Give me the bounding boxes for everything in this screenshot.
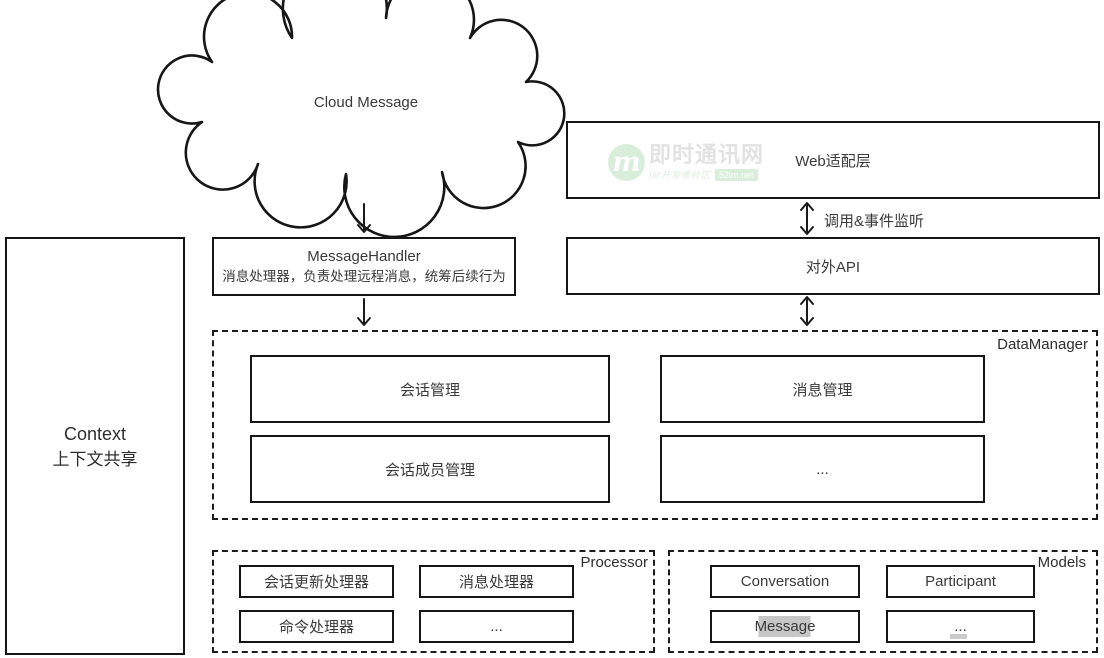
context-box: Context 上下文共享 <box>5 237 185 655</box>
cell-data-manager-more: ... <box>660 435 985 503</box>
processor-label: Processor <box>580 554 648 571</box>
cell-processor-more: ... <box>419 610 574 643</box>
watermark-badge: 52im.net <box>715 168 758 181</box>
cell-conversation-update-processor: 会话更新处理器 <box>239 565 394 598</box>
watermark-subtitle: IM开发者社区 <box>649 170 711 180</box>
cell-conversation-management: 会话管理 <box>250 355 610 423</box>
cell-message-processor: 消息处理器 <box>419 565 574 598</box>
message-model-selected-text: Message <box>753 616 817 637</box>
watermark-logo-icon: m <box>608 143 645 181</box>
models-label: Models <box>1037 554 1086 571</box>
data-manager-container: DataManager 会话管理 消息管理 会话成员管理 ... <box>212 330 1098 520</box>
cell-participant-model: Participant <box>886 565 1035 598</box>
models-container: Models Conversation Participant Message … <box>668 550 1098 653</box>
cell-message-model: Message <box>710 610 860 643</box>
context-subtitle: 上下文共享 <box>52 449 138 469</box>
message-handler-box: MessageHandler 消息处理器，负责处理远程消息，统筹后续行为 <box>212 237 516 296</box>
watermark: m 即时通讯网 IM开发者社区 52im.net <box>608 143 764 181</box>
cloud-label: Cloud Message <box>313 94 419 111</box>
web-adapter-box: m 即时通讯网 IM开发者社区 52im.net Web适配层 <box>566 121 1100 199</box>
message-handler-title: MessageHandler <box>307 248 421 265</box>
cell-models-more: ... <box>886 610 1035 643</box>
cell-message-management: 消息管理 <box>660 355 985 423</box>
cell-command-processor: 命令处理器 <box>239 610 394 643</box>
web-adapter-label: Web适配层 <box>795 152 871 170</box>
watermark-title: 即时通讯网 <box>649 142 765 167</box>
call-event-listen-label: 调用&事件监听 <box>824 213 925 230</box>
processor-container: Processor 会话更新处理器 消息处理器 命令处理器 ... <box>212 550 655 653</box>
external-api-label: 对外API <box>805 258 861 276</box>
cell-conversation-model: Conversation <box>710 565 860 598</box>
cell-conversation-member-management: 会话成员管理 <box>250 435 610 503</box>
message-handler-subtitle: 消息处理器，负责处理远程消息，统筹后续行为 <box>222 269 506 284</box>
selection-artifact <box>950 634 967 639</box>
data-manager-label: DataManager <box>997 336 1088 353</box>
external-api-box: 对外API <box>566 237 1100 295</box>
context-title: Context <box>63 423 127 444</box>
